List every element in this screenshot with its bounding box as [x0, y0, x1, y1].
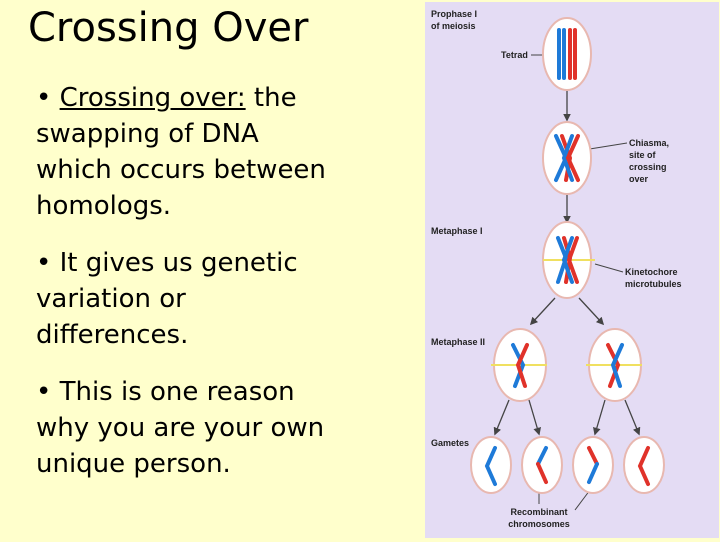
recombinant-label-line2: chromosomes	[508, 519, 570, 529]
bullet-list: • Crossing over: the swapping of DNA whi…	[36, 80, 336, 503]
meiosis-diagram: Prophase I of meiosis Tetrad Chiasma, si…	[425, 2, 719, 538]
bullet-genetic-variation: • It gives us genetic variation or diffe…	[36, 245, 336, 353]
gamete-cell-3	[573, 437, 613, 493]
bullet-crossing-over: • Crossing over: the swapping of DNA whi…	[36, 80, 336, 224]
chiasma-label-line4: over	[629, 174, 649, 184]
gamete-cell-2	[522, 437, 562, 493]
tetrad-label: Tetrad	[501, 50, 528, 60]
gamete-cell-1	[471, 437, 511, 493]
chiasma-label-line1: Chiasma,	[629, 138, 669, 148]
prophase-label-line1: Prophase I	[431, 9, 477, 19]
metaphase2-label: Metaphase II	[431, 337, 485, 347]
bullet-text: • This is one reason why you are your ow…	[36, 377, 324, 479]
prophase-label-line2: of meiosis	[431, 21, 476, 31]
kinetochore-label-line1: Kinetochore	[625, 267, 678, 277]
gamete-cell-4	[624, 437, 664, 493]
tetrad-cell	[543, 18, 591, 90]
bullet-text: • It gives us genetic variation or diffe…	[36, 248, 298, 350]
chiasma-cell	[543, 122, 591, 194]
gametes-label: Gametes	[431, 438, 469, 448]
bullet-unique-person: • This is one reason why you are your ow…	[36, 374, 336, 482]
meiosis-diagram-svg: Prophase I of meiosis Tetrad Chiasma, si…	[425, 2, 719, 538]
kinetochore-label-line2: microtubules	[625, 279, 682, 289]
slide-title: Crossing Over	[28, 4, 308, 52]
bullet-marker: •	[36, 83, 60, 113]
chiasma-label-line2: site of	[629, 150, 657, 160]
chiasma-label-line3: crossing	[629, 162, 667, 172]
recombinant-label-line1: Recombinant	[510, 507, 567, 517]
metaphase1-label: Metaphase I	[431, 226, 483, 236]
bullet-term: Crossing over:	[60, 83, 246, 113]
